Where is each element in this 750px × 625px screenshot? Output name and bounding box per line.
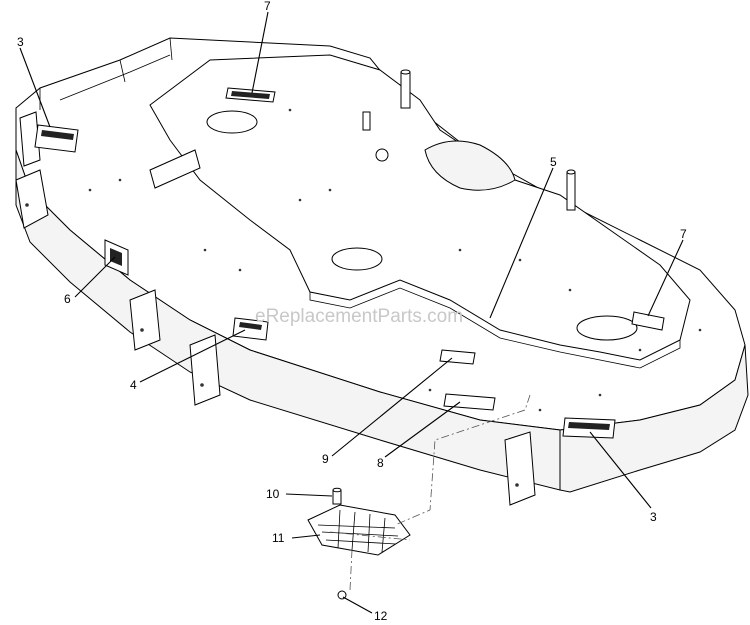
mounting-brackets (15, 111, 536, 506)
callout-7-right: 7 (680, 227, 687, 241)
watermark-text: eReplacementParts.com (255, 306, 463, 327)
hitch-plate-11 (307, 504, 411, 556)
callout-4: 4 (130, 378, 137, 392)
side-decal-6 (104, 239, 129, 276)
callout-3-right: 3 (650, 510, 657, 524)
assembly-line (329, 531, 411, 541)
callout-12: 12 (374, 609, 388, 623)
spindle-posts (362, 69, 576, 211)
callout-10: 10 (266, 487, 280, 501)
leader-lines (19, 11, 684, 614)
callout-3-left: 3 (17, 35, 24, 49)
callout-6: 6 (64, 292, 71, 306)
belt-cover (149, 54, 691, 369)
callout-7-top: 7 (264, 0, 271, 13)
assembly-line (394, 394, 531, 526)
callout-8: 8 (377, 456, 384, 470)
pin-10 (332, 487, 342, 505)
callout-5: 5 (550, 155, 557, 169)
callout-9: 9 (322, 452, 329, 466)
callout-11: 11 (272, 531, 285, 545)
assembly-line (349, 549, 353, 591)
